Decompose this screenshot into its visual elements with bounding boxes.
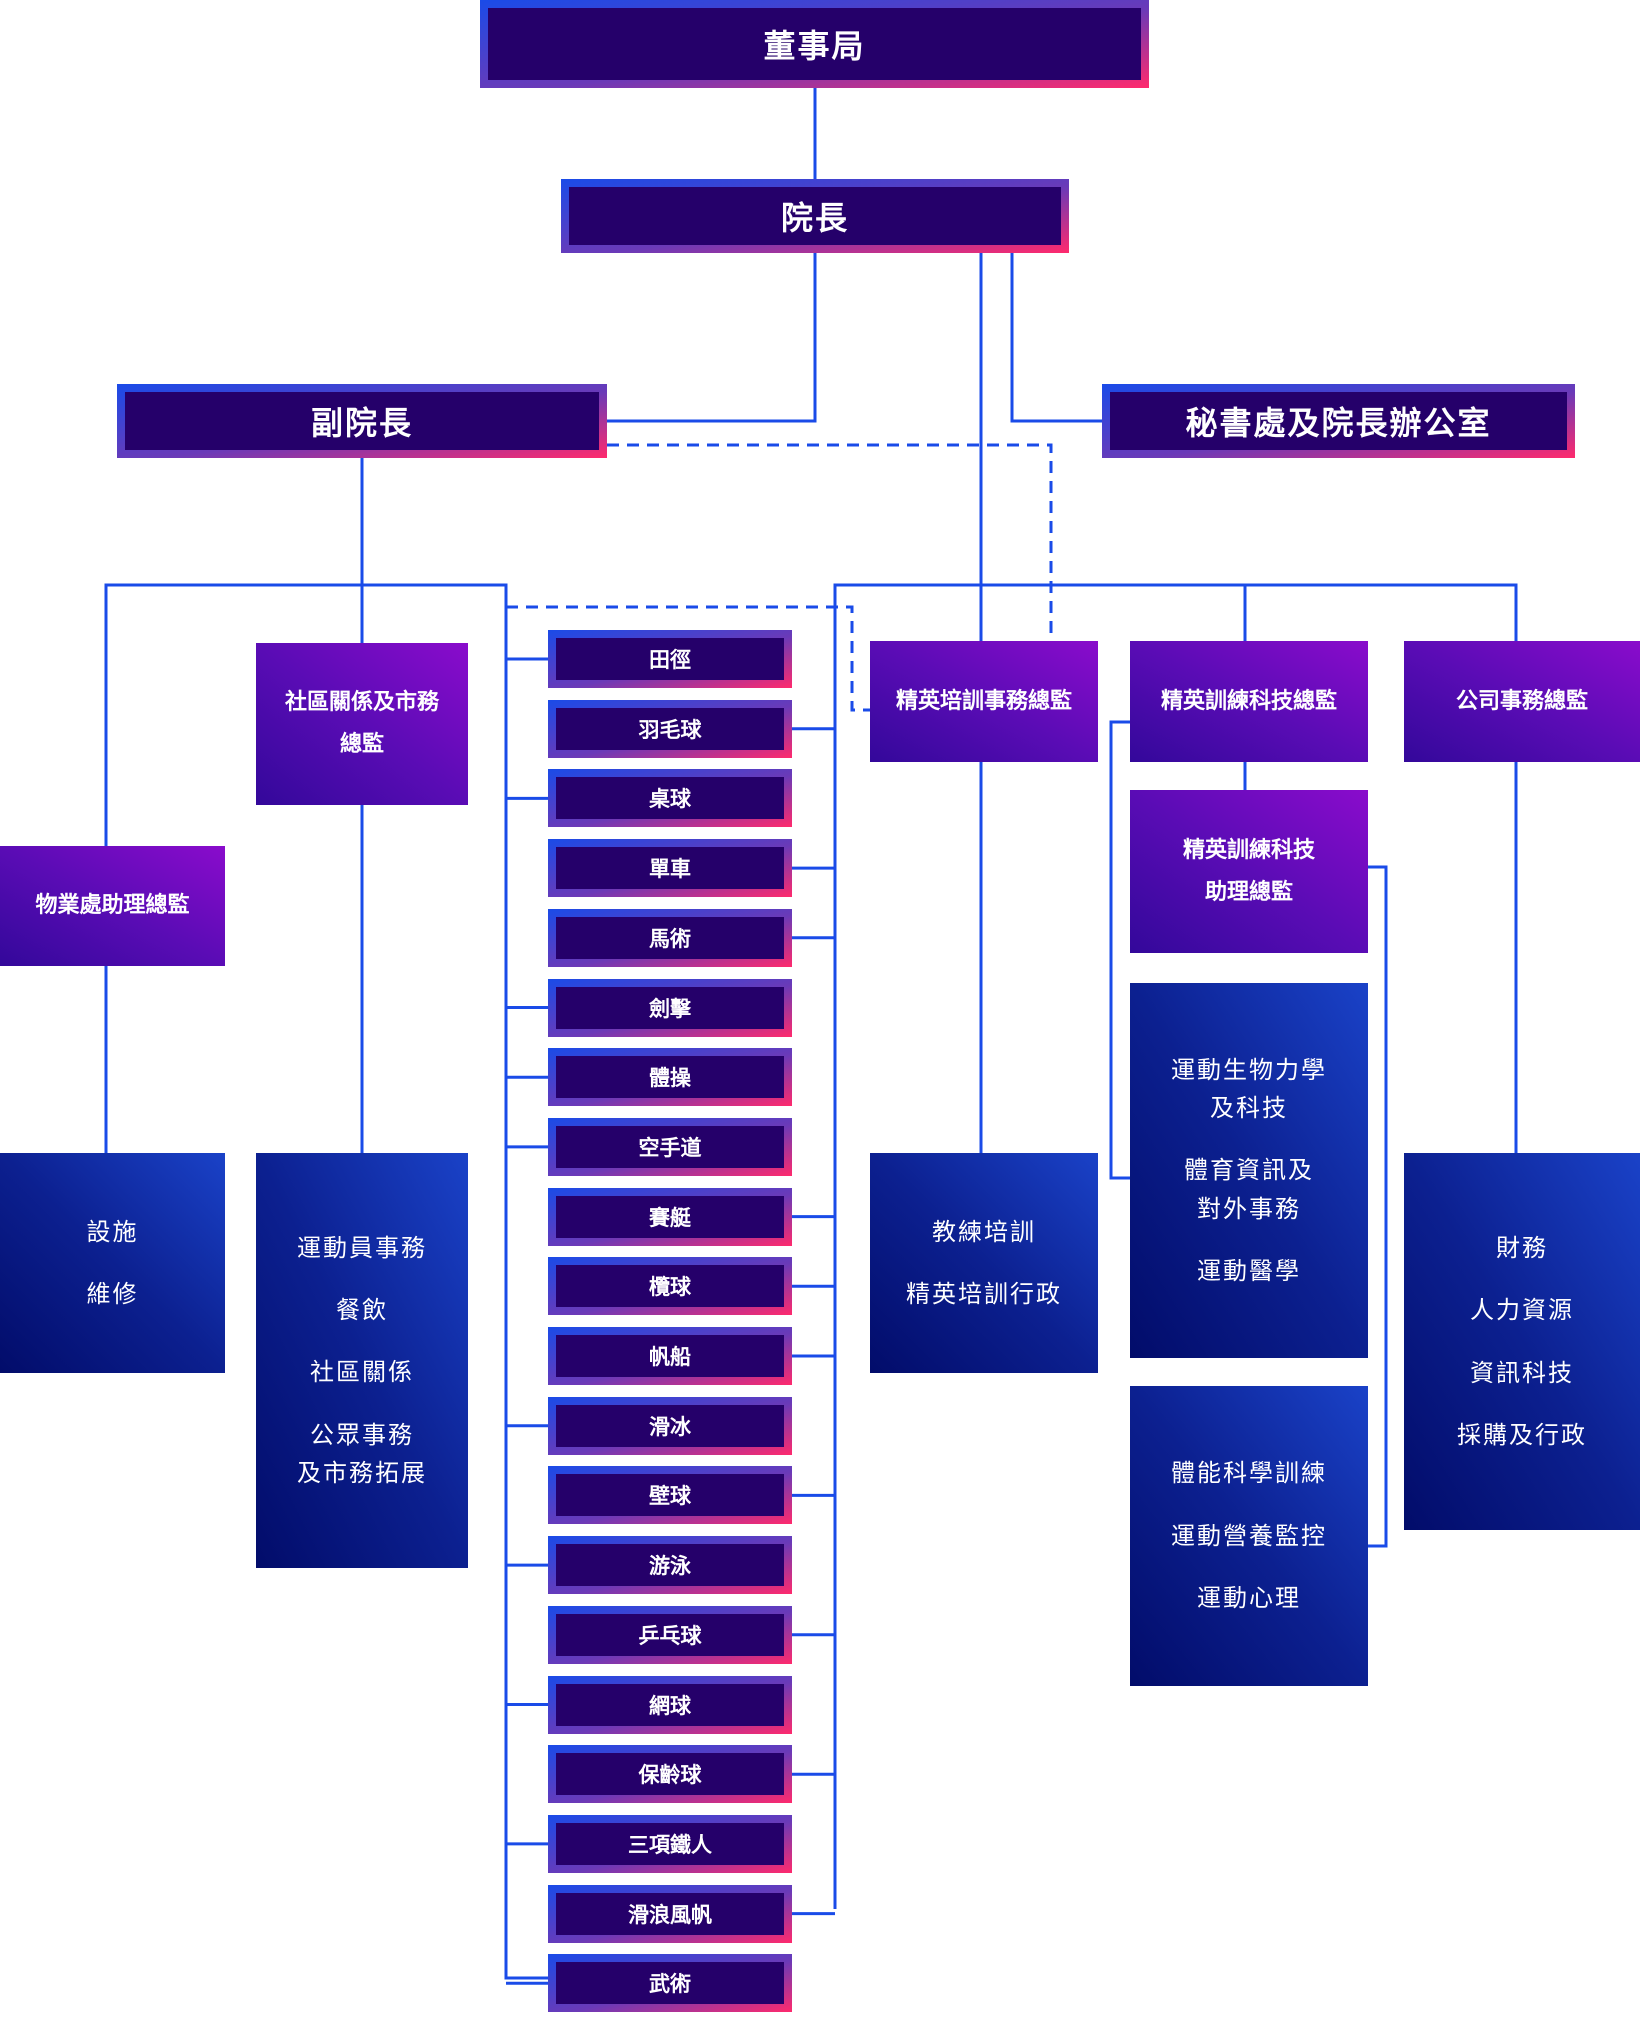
property-units-box: 設施維修: [0, 1153, 225, 1373]
elite-training-units-box: 教練培訓精英培訓行政: [870, 1153, 1098, 1373]
sport-node[interactable]: 空手道: [548, 1118, 792, 1176]
ceo-label: 院長: [780, 199, 849, 237]
unit-item: 財務: [1496, 1233, 1548, 1262]
sport-label: 欖球: [649, 1275, 691, 1300]
elite-tech-director-node[interactable]: 精英訓練科技總監: [1130, 641, 1368, 762]
sport-node[interactable]: 田徑: [548, 630, 792, 688]
sport-node[interactable]: 游泳: [548, 1536, 792, 1594]
sport-node[interactable]: 武術: [548, 1954, 792, 2012]
sport-label: 體操: [649, 1066, 691, 1091]
secretariat-node[interactable]: 秘書處及院長辦公室: [1102, 384, 1575, 458]
sport-label: 乒乓球: [638, 1623, 702, 1648]
unit-item: 公眾事務 及市務拓展: [297, 1420, 427, 1488]
unit-item: 運動生物力學 及科技: [1171, 1055, 1327, 1122]
unit-item: 維修: [86, 1280, 139, 1308]
unit-item: 資訊科技: [1470, 1358, 1574, 1387]
sport-node[interactable]: 羽毛球: [548, 700, 792, 758]
sport-label: 賽艇: [649, 1205, 691, 1230]
unit-item: 設施: [86, 1217, 139, 1246]
sport-node[interactable]: 保齡球: [548, 1745, 792, 1803]
sport-label: 劍擊: [649, 996, 691, 1021]
sport-node[interactable]: 賽艇: [548, 1188, 792, 1246]
corporate-director-node[interactable]: 公司事務總監: [1404, 641, 1640, 762]
sport-node[interactable]: 網球: [548, 1676, 792, 1734]
deputy-ceo-node[interactable]: 副院長: [117, 384, 607, 458]
unit-item: 精英培訓行政: [906, 1280, 1062, 1308]
sport-node[interactable]: 帆船: [548, 1327, 792, 1385]
property-director-label: 物業處助理總監: [35, 893, 190, 919]
sport-label: 桌球: [649, 787, 691, 812]
unit-item: 採購及行政: [1457, 1420, 1587, 1449]
sport-label: 馬術: [649, 926, 691, 951]
sport-label: 滑浪風帆: [628, 1902, 712, 1927]
board-node[interactable]: 董事局: [480, 0, 1149, 88]
sport-label: 帆船: [649, 1345, 691, 1369]
property-director-node[interactable]: 物業處助理總監: [0, 846, 225, 966]
sport-node[interactable]: 桌球: [548, 769, 792, 827]
line-left-bus: [104, 583, 548, 1980]
secretariat-label: 秘書處及院長辦公室: [1185, 404, 1492, 442]
sport-label: 游泳: [649, 1554, 691, 1579]
unit-item: 運動員事務: [297, 1233, 427, 1262]
board-label: 董事局: [763, 27, 866, 65]
unit-item: 社區關係: [310, 1358, 414, 1387]
unit-item: 運動營養監控: [1171, 1521, 1327, 1550]
sport-node[interactable]: 單車: [548, 839, 792, 897]
elite-tech-assistant-label: 精英訓練科技 助理總監: [1182, 837, 1315, 905]
tech-group-1-box: 運動生物力學 及科技體育資訊及 對外事務運動醫學: [1130, 983, 1368, 1358]
unit-item: 體育資訊及 對外事務: [1184, 1156, 1314, 1223]
elite-tech-director-label: 精英訓練科技總監: [1160, 688, 1337, 714]
unit-item: 運動心理: [1197, 1584, 1301, 1613]
unit-item: 人力資源: [1470, 1296, 1574, 1325]
sport-label: 保齡球: [638, 1763, 702, 1788]
sport-label: 田徑: [649, 648, 691, 672]
sport-label: 滑冰: [649, 1414, 691, 1439]
sport-label: 單車: [649, 857, 691, 882]
tech-group-2-box: 體能科學訓練運動營養監控運動心理: [1130, 1386, 1368, 1686]
sport-node[interactable]: 滑浪風帆: [548, 1885, 792, 1943]
sport-label: 羽毛球: [638, 717, 702, 742]
unit-item: 餐飲: [336, 1295, 388, 1324]
sport-node[interactable]: 三項鐵人: [548, 1815, 792, 1873]
elite-training-director-label: 精英培訓事務總監: [895, 688, 1072, 714]
sport-label: 網球: [649, 1693, 691, 1718]
unit-item: 教練培訓: [932, 1217, 1036, 1246]
sport-label: 三項鐵人: [628, 1832, 712, 1857]
deputy-label: 副院長: [310, 404, 413, 442]
line-ceo-secretariat: [1010, 252, 1102, 423]
elite-training-director-node[interactable]: 精英培訓事務總監: [870, 641, 1098, 762]
sport-node[interactable]: 壁球: [548, 1466, 792, 1524]
ceo-node[interactable]: 院長: [561, 179, 1069, 253]
dashed-deputy-elite: [607, 443, 1053, 641]
line-ceo-deputy: [607, 252, 817, 423]
sport-node[interactable]: 體操: [548, 1048, 792, 1106]
community-units-box: 運動員事務餐飲社區關係公眾事務 及市務拓展: [256, 1153, 468, 1568]
corporate-units-box: 財務人力資源資訊科技採購及行政: [1404, 1153, 1640, 1530]
community-director-node[interactable]: 社區關係及市務 總監: [256, 643, 468, 805]
corporate-director-label: 公司事務總監: [1455, 688, 1588, 714]
unit-item: 運動醫學: [1197, 1257, 1301, 1286]
elite-tech-assistant-node[interactable]: 精英訓練科技 助理總監: [1130, 790, 1368, 953]
sport-node[interactable]: 欖球: [548, 1257, 792, 1315]
line-right-bus: [833, 583, 1518, 1909]
sport-node[interactable]: 乒乓球: [548, 1606, 792, 1664]
sport-label: 武術: [649, 1972, 691, 1997]
community-director-label: 社區關係及市務 總監: [284, 690, 439, 757]
sport-node[interactable]: 馬術: [548, 909, 792, 967]
sport-node[interactable]: 滑冰: [548, 1397, 792, 1455]
sport-node[interactable]: 劍擊: [548, 979, 792, 1037]
unit-item: 體能科學訓練: [1171, 1459, 1327, 1488]
sport-label: 壁球: [649, 1484, 691, 1509]
sport-label: 空手道: [638, 1135, 702, 1160]
